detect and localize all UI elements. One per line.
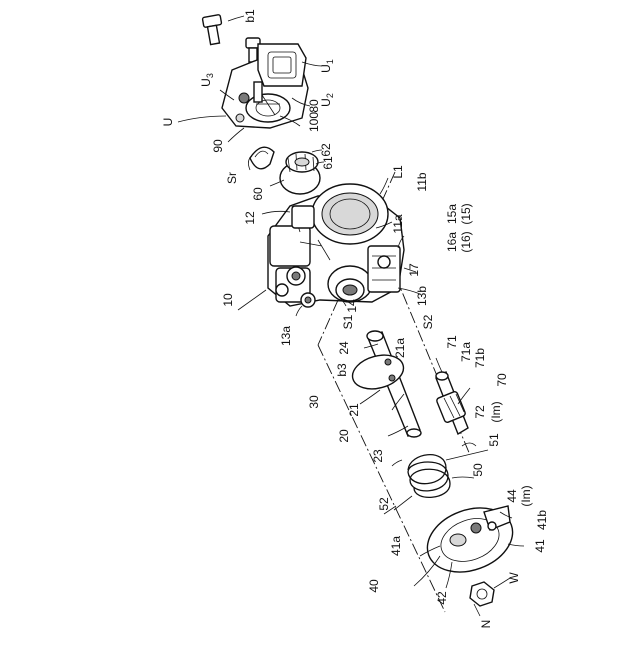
label-u1: U1 <box>319 59 335 73</box>
label-71a: 71a <box>459 342 473 362</box>
label-41b: 41b <box>535 510 549 530</box>
label-b3: b3 <box>335 363 349 377</box>
sensor-unit-u <box>222 44 308 128</box>
label-11b: 11b <box>415 172 429 191</box>
label-sr: Sr <box>225 172 239 184</box>
coupler-60 <box>280 152 320 194</box>
label-12: 12 <box>243 211 257 225</box>
label-16a: 16a <box>445 232 459 252</box>
label-l1: L1 <box>391 165 405 179</box>
label-10: 10 <box>221 293 235 307</box>
label-s1: S1 <box>341 314 355 329</box>
label-41: 41 <box>533 539 547 553</box>
label-72: 72 <box>473 405 487 419</box>
label-23: 23 <box>371 449 385 463</box>
label-70: 70 <box>495 373 509 387</box>
label-n: N <box>479 620 493 629</box>
gear-70 <box>436 372 468 434</box>
label-15a: 15a <box>445 204 459 224</box>
label-u3: U3 <box>199 73 215 87</box>
shaft-20 <box>349 331 421 437</box>
label-52: 52 <box>377 497 391 511</box>
label-s2: S2 <box>421 314 435 329</box>
label-40: 40 <box>367 579 381 593</box>
label-14: 14 <box>345 299 359 313</box>
label-u: U <box>161 118 175 127</box>
label-24: 24 <box>337 341 351 355</box>
label-21: 21 <box>347 403 361 417</box>
label-17: 17 <box>407 263 421 277</box>
label-w: W <box>507 572 521 584</box>
label-41a: 41a <box>389 536 403 556</box>
label-71: 71 <box>445 335 459 349</box>
throttle-body-10 <box>268 184 404 307</box>
label-51: 51 <box>487 433 501 447</box>
label-15: (15) <box>459 203 473 224</box>
label-b1: b1 <box>243 9 257 23</box>
label-13a: 13a <box>279 326 293 346</box>
label-90: 90 <box>211 139 225 153</box>
label-20: 20 <box>337 429 351 443</box>
label-80: 80 <box>307 99 321 113</box>
spring-50 <box>394 450 488 510</box>
label-71b: 71b <box>473 348 487 368</box>
label-21a: 21a <box>393 338 407 358</box>
lever-40 <box>418 497 521 583</box>
label-42: 42 <box>435 591 449 605</box>
label-44: 44 <box>505 489 519 503</box>
label-im-1: (Im) <box>489 401 503 422</box>
spring-clip-sr <box>250 147 274 169</box>
label-62: 62 <box>319 143 333 157</box>
label-16: (16) <box>459 231 473 252</box>
label-13b: 13b <box>415 286 429 306</box>
label-50: 50 <box>471 463 485 477</box>
label-11a: 11a <box>391 214 405 233</box>
nut-n <box>470 582 494 606</box>
label-30: 30 <box>307 395 321 409</box>
label-im-2: (Im) <box>519 485 533 506</box>
label-100: 100 <box>307 112 321 132</box>
label-61: 61 <box>321 156 335 170</box>
label-60: 60 <box>251 187 265 201</box>
label-u2: U2 <box>319 93 335 107</box>
